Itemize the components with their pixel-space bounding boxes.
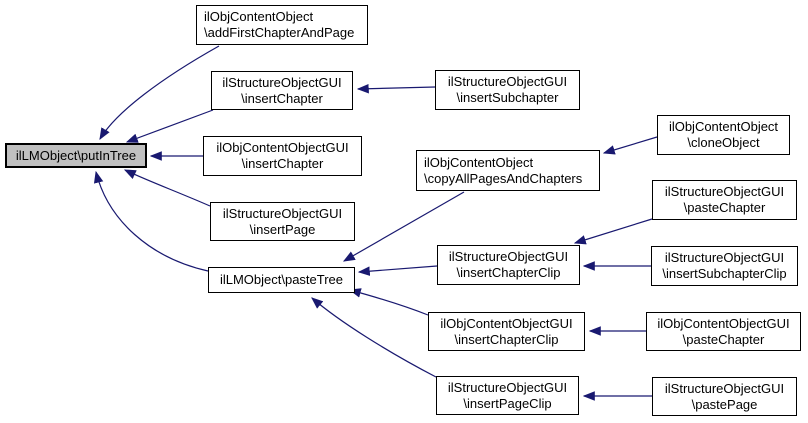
node-label-line1: ilStructureObjectGUI (447, 74, 568, 89)
node-insertSubchapterClip[interactable]: ilStructureObjectGUI \insertSubchapterCl… (651, 246, 798, 286)
edge-pasteTree-to-putInTree (93, 170, 209, 272)
node-pasteChapterSGUI[interactable]: ilStructureObjectGUI \pasteChapter (652, 180, 797, 220)
node-label-line2: \insertSubchapter (456, 90, 559, 105)
edge-copyAllPagesAndChapters-to-pasteTree (342, 191, 465, 262)
node-label-line1: ilStructureObjectGUI (664, 184, 785, 199)
node-label-line2: \insertPageClip (463, 395, 552, 411)
node-label-line2: \addFirstChapterAndPage (204, 25, 355, 40)
node-label-line1: ilStructureObjectGUI (222, 205, 343, 221)
node-label-line2: \pasteChapter (682, 331, 765, 347)
node-copyAllPagesAndChapters[interactable]: ilObjContentObject \copyAllPagesAndChapt… (416, 150, 600, 191)
node-pastePage[interactable]: ilStructureObjectGUI \pastePage (652, 377, 797, 416)
node-label-line2: \insertChapterClip (454, 331, 559, 347)
node-label: ilLMObject\putInTree (15, 147, 137, 163)
node-addFirstChapterAndPage[interactable]: ilObjContentObject \addFirstChapterAndPa… (196, 5, 368, 45)
node-label-line2: \cloneObject (687, 135, 760, 150)
edge-insertChapterClipOCGUI-to-pasteTree (348, 288, 429, 316)
node-label-line1: ilObjContentObjectGUI (657, 315, 790, 331)
node-label-line1: ilStructureObjectGUI (448, 249, 569, 264)
node-insertChapterOCGUI[interactable]: ilObjContentObjectGUI \insertChapter (203, 136, 362, 176)
node-insertSubchapter[interactable]: ilStructureObjectGUI \insertSubchapter (435, 70, 580, 110)
node-label-line2: \insertChapter (241, 90, 323, 106)
node-label-line1: ilObjContentObjectGUI (440, 315, 573, 331)
node-label-line1: ilStructureObjectGUI (447, 379, 568, 395)
node-insertPageClip[interactable]: ilStructureObjectGUI \insertPageClip (436, 376, 579, 415)
node-insertPage[interactable]: ilStructureObjectGUI \insertPage (210, 202, 355, 241)
node-cloneObject[interactable]: ilObjContentObject \cloneObject (657, 115, 790, 155)
node-pasteTree[interactable]: ilLMObject\pasteTree (208, 267, 355, 293)
node-label-line1: ilStructureObjectGUI (664, 380, 785, 396)
edge-cloneObject-to-copyAllPagesAndChapters (602, 136, 658, 155)
edge-insertChapterSGUI-to-putInTree (125, 109, 214, 143)
edge-insertChapterClipSGUI-to-pasteTree (357, 265, 438, 276)
node-label: ilLMObject\pasteTree (219, 272, 344, 287)
node-label-line1: ilStructureObjectGUI (664, 250, 785, 265)
edge-insertSubchapter-to-insertChapterSGUI (356, 83, 436, 94)
node-label-line1: ilObjContentObject (424, 154, 534, 170)
edge-addFirstChapterAndPage-to-putInTree (99, 45, 220, 141)
edge-insertPageClip-to-pasteTree (311, 297, 437, 378)
node-pasteChapterOCGUI[interactable]: ilObjContentObjectGUI \pasteChapter (646, 312, 801, 351)
node-putInTree[interactable]: ilLMObject\putInTree (5, 143, 147, 168)
node-label-line2: \insertChapterClip (456, 265, 561, 280)
node-label-line2: \pastePage (691, 396, 758, 412)
node-label-line1: ilObjContentObject (204, 9, 314, 24)
node-insertChapterClipSGUI[interactable]: ilStructureObjectGUI \insertChapterClip (437, 245, 580, 285)
node-label-line2: \copyAllPagesAndChapters (424, 170, 583, 186)
node-label-line2: \pasteChapter (683, 200, 766, 215)
node-label-line2: \insertPage (249, 221, 316, 237)
node-label-line1: ilObjContentObject (668, 119, 779, 134)
node-insertChapterSGUI[interactable]: ilStructureObjectGUI \insertChapter (211, 71, 353, 110)
node-label-line2: \insertChapter (241, 156, 324, 171)
node-label-line1: ilStructureObjectGUI (222, 74, 342, 90)
node-label-line2: \insertSubchapterClip (662, 266, 787, 281)
edge-pasteChapterSGUI-to-insertChapterClipSGUI (573, 218, 653, 245)
node-label-line1: ilObjContentObjectGUI (216, 140, 349, 155)
node-insertChapterClipOCGUI[interactable]: ilObjContentObjectGUI \insertChapterClip (428, 312, 585, 351)
edge-insertPage-to-putInTree (123, 169, 211, 207)
